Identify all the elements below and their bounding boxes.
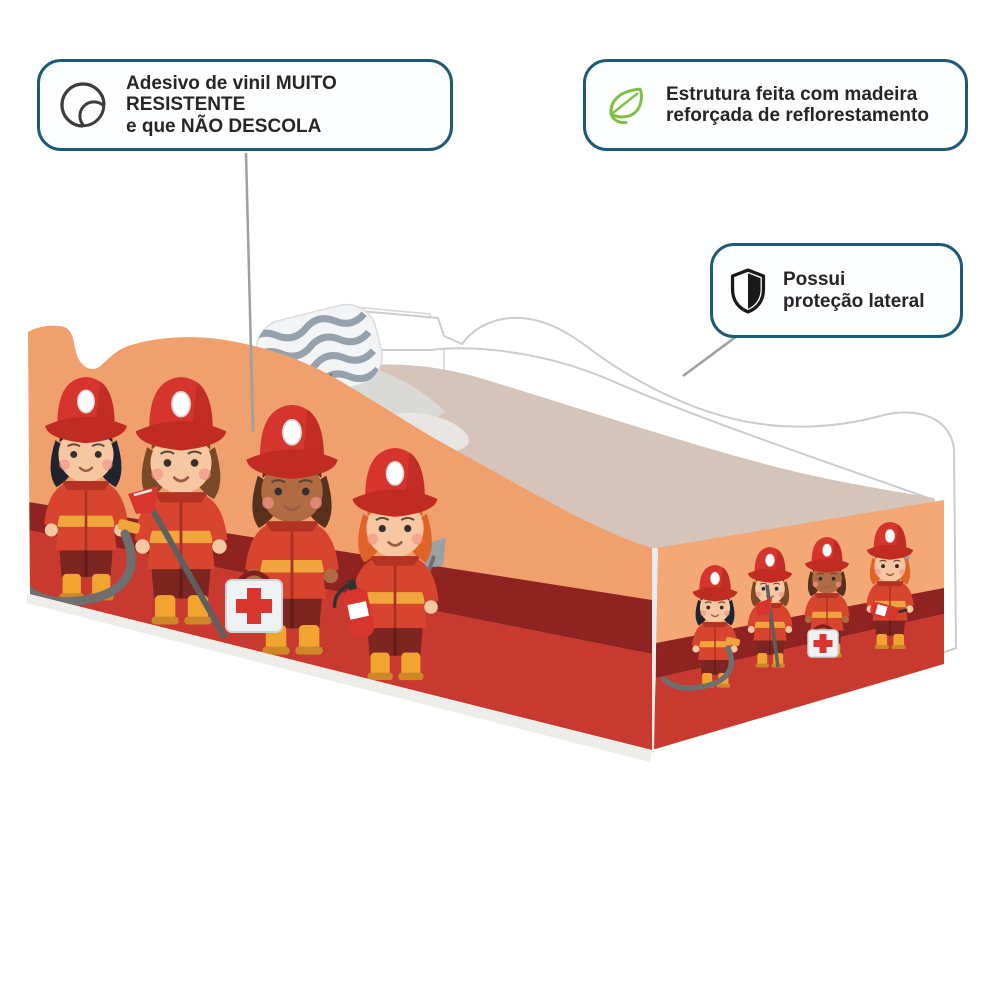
- side-panel-artwork: [28, 325, 652, 750]
- shield-icon: [730, 267, 766, 314]
- callout-line: Adesivo de vinil MUITO RESISTENTE: [126, 72, 337, 116]
- callout-vinyl-sticker: Adesivo de vinil MUITO RESISTENTE e que …: [37, 59, 453, 151]
- callout-vinyl-sticker-text: Adesivo de vinil MUITO RESISTENTE e que …: [126, 73, 450, 138]
- callout-reforested-wood: Estrutura feita com madeira reforçada de…: [583, 59, 968, 151]
- leaf-icon: [609, 87, 643, 125]
- callout-line: proteção lateral: [783, 290, 925, 312]
- callout-side-protection-text: Possui proteção lateral: [783, 269, 935, 312]
- callout-line: e que NÃO DESCOLA: [126, 115, 322, 137]
- leader-line-sticker: [244, 152, 255, 433]
- leader-line-protection: [682, 334, 738, 378]
- callout-line: reforçada de reflorestamento: [666, 105, 929, 126]
- base-edge: [26, 594, 652, 762]
- callout-reforested-wood-text: Estrutura feita com madeira reforçada de…: [666, 84, 939, 127]
- sticker-peel-icon: [60, 82, 108, 130]
- callout-side-protection: Possui proteção lateral: [710, 243, 963, 338]
- mattress: [330, 364, 934, 574]
- callout-line: Possui: [783, 269, 846, 290]
- callout-line: Estrutura feita com madeira: [666, 83, 918, 105]
- side-rail: [347, 309, 957, 657]
